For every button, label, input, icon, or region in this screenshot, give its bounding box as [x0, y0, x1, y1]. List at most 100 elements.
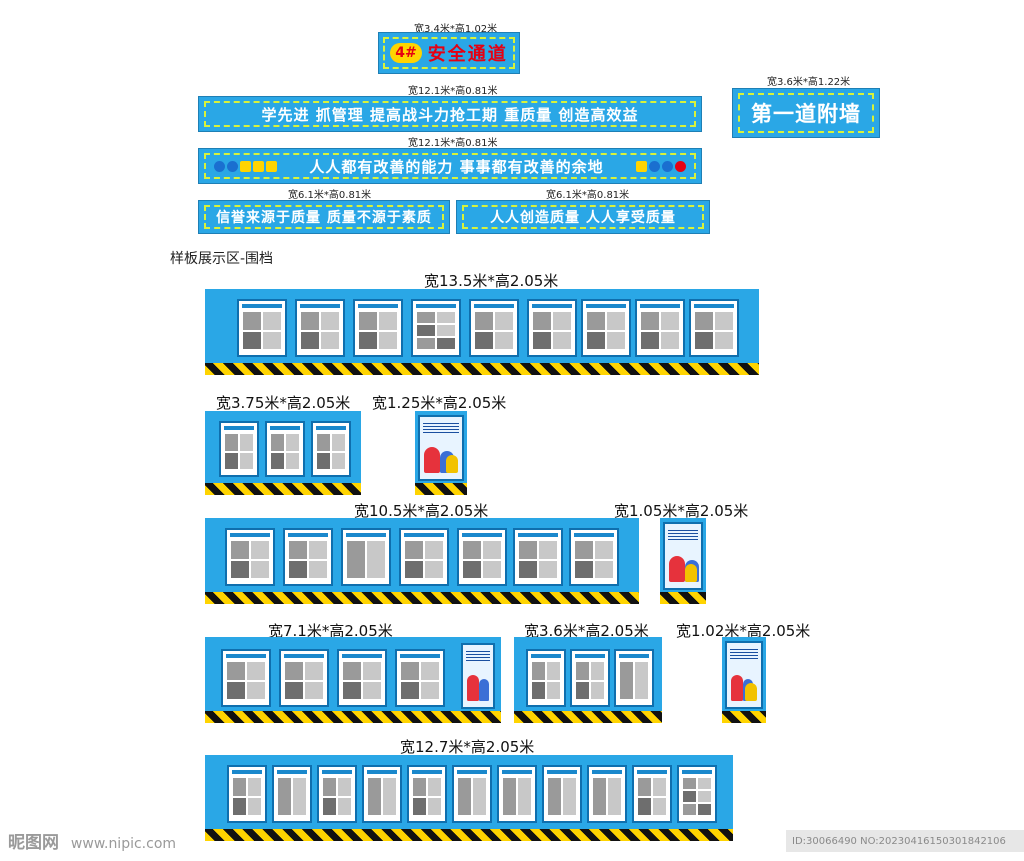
section-title: 样板展示区-围档: [170, 251, 274, 267]
display-board-4: [205, 518, 639, 604]
display-board-8: [722, 637, 766, 723]
wall-banner-dimension: 宽3.6米*高1.22米: [767, 77, 851, 88]
board2-dimension: 宽3.75米*高2.05米: [216, 394, 351, 412]
first-wall-banner: 第一道附墙: [732, 88, 880, 138]
info-panel: [283, 528, 333, 586]
info-panel: [225, 528, 275, 586]
safety-poster: [725, 641, 763, 709]
info-panel: [227, 765, 267, 823]
helmet-sign-icon: [661, 160, 673, 172]
display-board-9: [205, 755, 733, 841]
info-panel: [457, 528, 507, 586]
slogan1-dimension: 宽12.1米*高0.81米: [408, 86, 498, 97]
safety-poster: [663, 522, 703, 590]
info-panel: [513, 528, 563, 586]
image-id-text: ID:30066490 NO:20230416150301842106: [792, 835, 1006, 847]
watermark-logo-text: 昵图网: [8, 833, 59, 853]
hazard-stripe: [205, 829, 733, 841]
board7-dimension: 宽3.6米*高2.05米: [524, 622, 649, 640]
display-board-1: [205, 289, 759, 375]
safety-passage-banner: 4# 安全通道: [378, 32, 520, 74]
info-panel: [614, 649, 654, 707]
info-panel: [411, 299, 461, 357]
info-panel: [569, 528, 619, 586]
warning-sign-icon: [253, 160, 264, 172]
info-panel: [272, 765, 312, 823]
slogan-banner-1: 学先进 抓管理 提高战斗力抢工期 重质量 创造高效益: [198, 96, 702, 132]
warning-sign-icon: [240, 160, 251, 172]
info-panel: [469, 299, 519, 357]
info-panel: [635, 299, 685, 357]
display-board-2: [205, 411, 361, 495]
slogan-banner-3: 信誉来源于质量 质量不源于素质: [198, 200, 450, 234]
board6-dimension: 宽7.1米*高2.05米: [268, 622, 393, 640]
info-panel: [353, 299, 403, 357]
info-panel: [527, 299, 577, 357]
info-panel: [317, 765, 357, 823]
slogan-banner-2: 人人都有改善的能力 事事都有改善的余地: [198, 148, 702, 184]
safety-passage-text: 安全通道: [427, 44, 508, 65]
info-panel: [452, 765, 492, 823]
board3-dimension: 宽1.25米*高2.05米: [372, 394, 507, 412]
slogan3-dimension: 宽6.1米*高0.81米: [288, 190, 372, 201]
safety-signs-left: [214, 160, 277, 172]
display-board-5: [660, 518, 706, 604]
info-panel: [399, 528, 449, 586]
slogan3-text: 信誉来源于质量 质量不源于素质: [216, 210, 432, 226]
info-panel: [237, 299, 287, 357]
info-panel: [587, 765, 627, 823]
safety-poster: [461, 643, 495, 709]
info-panel: [689, 299, 739, 357]
info-panel: [219, 421, 259, 477]
board4-dimension: 宽10.5米*高2.05米: [354, 502, 489, 520]
warning-sign-icon: [635, 160, 647, 172]
slogan2-dimension: 宽12.1米*高0.81米: [408, 138, 498, 149]
safety-signs-right: [635, 160, 686, 172]
slogan2-text: 人人都有改善的能力 事事都有改善的余地: [309, 157, 604, 176]
slogan-banner-4: 人人创造质量 人人享受质量: [456, 200, 710, 234]
info-panel: [311, 421, 351, 477]
info-panel: [570, 649, 610, 707]
hazard-stripe: [205, 592, 639, 604]
info-panel: [581, 299, 631, 357]
watermark-logo: 昵图网 www.nipic.com: [8, 828, 176, 853]
hazard-stripe: [205, 483, 361, 495]
safety-poster: [418, 415, 464, 481]
display-board-3: [415, 411, 467, 495]
info-panel: [337, 649, 387, 707]
info-panel: [407, 765, 447, 823]
building-number-badge: 4#: [390, 43, 422, 63]
slogan4-dimension: 宽6.1米*高0.81米: [546, 190, 630, 201]
slogan1-text: 学先进 抓管理 提高战斗力抢工期 重质量 创造高效益: [261, 105, 639, 124]
info-panel: [265, 421, 305, 477]
prohibition-sign-icon: [674, 160, 686, 172]
board1-dimension: 宽13.5米*高2.05米: [424, 272, 559, 290]
hazard-stripe: [514, 711, 662, 723]
info-panel: [542, 765, 582, 823]
info-panel: [279, 649, 329, 707]
warning-sign-icon: [266, 160, 277, 172]
mandatory-sign-icon: [648, 160, 660, 172]
board5-dimension: 宽1.05米*高2.05米: [614, 502, 749, 520]
display-board-7: [514, 637, 662, 723]
slogan4-text: 人人创造质量 人人享受质量: [490, 210, 676, 226]
info-panel: [295, 299, 345, 357]
board8-dimension: 宽1.02米*高2.05米: [676, 622, 811, 640]
info-panel: [395, 649, 445, 707]
hazard-stripe: [722, 711, 766, 723]
info-panel: [362, 765, 402, 823]
board9-dimension: 宽12.7米*高2.05米: [400, 738, 535, 756]
info-panel: [526, 649, 566, 707]
info-panel: [497, 765, 537, 823]
image-id-bar: ID:30066490 NO:20230416150301842106: [786, 830, 1024, 852]
info-panel: [341, 528, 391, 586]
info-panel: [221, 649, 271, 707]
hazard-stripe: [205, 711, 501, 723]
watermark-url: www.nipic.com: [70, 836, 177, 852]
safety-banner-dimension: 宽3.4米*高1.02米: [414, 24, 498, 35]
wall-banner-text: 第一道附墙: [751, 102, 861, 126]
helmet-sign-icon: [227, 160, 238, 172]
hazard-stripe: [660, 592, 706, 604]
info-panel: [677, 765, 717, 823]
info-panel: [632, 765, 672, 823]
